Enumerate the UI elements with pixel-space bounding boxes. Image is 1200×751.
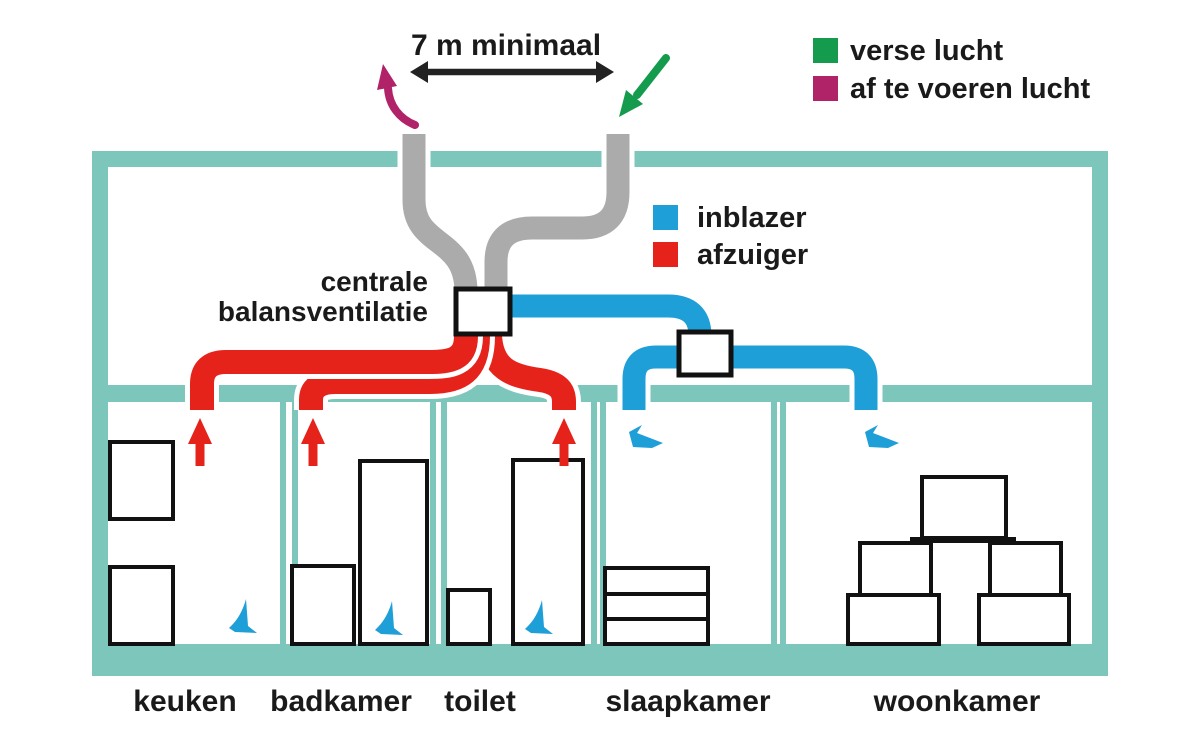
room-label-woonkamer: woonkamer [873,685,1041,718]
extract-duct-keuken [190,334,478,410]
left-wall [92,151,108,676]
extract-arrow-keuken-icon [188,418,212,466]
interior-wall-keuken-badkamer [280,402,298,644]
bedroom-dresser [603,566,710,646]
furniture [108,440,1071,646]
supply-airflow-slaapkamer-icon [629,425,663,448]
toilet-bowl [446,588,492,646]
exhaust-roof-duct [402,134,478,293]
distance-measure-arrow [410,61,614,83]
interior-wall-badkamer-toilet [430,402,447,644]
cabinet-shelf [910,537,1016,543]
kitchen-cabinet-upper [108,440,175,521]
fresh-air-arrowhead-icon [619,90,643,117]
legend-fresh-air-label: verse lucht [850,35,1003,67]
interior-wall-slaapkamer-woonkamer [771,402,786,644]
roof-ducts [397,134,635,294]
right-wall [1092,151,1108,676]
kitchen-cabinet-lower [108,565,175,646]
bathroom-sink-unit [290,564,356,646]
unit-label-line2: balansventilatie [218,296,428,327]
fresh-air-arrow [619,54,670,117]
exhaust-air-arrow [377,64,419,129]
room-label-toilet: toilet [444,685,516,718]
supply-airflow-woonkamer-icon [865,425,899,448]
legend-extract-swatch-icon [653,242,678,267]
legend-extract-label: afzuiger [697,239,808,271]
legend-supply-swatch-icon [653,205,678,230]
fresh-air-roof-duct [484,134,630,292]
legend-exhaust-air-label: af te voeren lucht [850,73,1090,105]
legend-exhaust-air-swatch-icon [813,76,838,101]
legend-supply-label: inblazer [697,202,807,234]
toilet-door [511,458,585,646]
roof-band [92,151,1108,167]
room-label-keuken: keuken [133,685,236,718]
attic-floor [92,385,1108,402]
legend-fresh-air-swatch-icon [813,38,838,63]
room-label-slaapkamer: slaapkamer [605,685,770,718]
extract-arrow-badkamer-icon [301,418,325,466]
ground-floor [92,644,1108,676]
extract-duct-toilet [478,334,576,414]
supply-distributor-box [676,329,734,378]
room-label-badkamer: badkamer [270,685,412,718]
bathroom-shower [358,459,429,646]
supply-branch-ducts [622,345,878,410]
transfer-airflow-keuken-icon [229,599,257,633]
extract-ducts [185,334,581,419]
exhaust-air-arrowhead-icon [377,64,397,90]
distance-label: 7 m minimaal [411,29,601,62]
interior-wall-toilet-slaapkamer [591,402,606,644]
heat-recovery-unit [453,286,513,337]
livingroom-cabinet [846,475,1071,646]
unit-label-line1: centrale [321,266,428,297]
